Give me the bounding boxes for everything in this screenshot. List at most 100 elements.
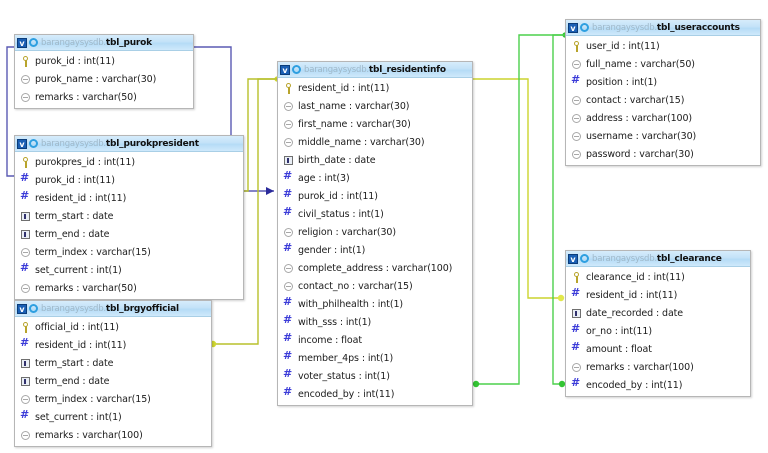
column-row[interactable]: remarks : varchar(100) [566,358,750,376]
column-list: clearance_id : int(11)resident_id : int(… [566,267,750,396]
column-row[interactable]: user_id : int(11) [566,37,760,55]
column-label: complete_address : varchar(100) [298,262,453,274]
table-name-label: tbl_useraccounts [656,22,740,33]
column-label: member_4ps : int(1) [298,352,394,364]
integer-column-icon [20,190,31,204]
varchar-column-icon [571,95,582,106]
column-row[interactable]: term_index : varchar(15) [15,390,211,408]
varchar-column-icon [571,131,582,142]
integer-column-icon [571,74,582,88]
column-row[interactable]: set_current : int(1) [15,261,243,279]
gear-icon [29,38,38,47]
column-row[interactable]: remarks : varchar(50) [15,88,193,106]
integer-column-icon [571,323,582,337]
column-row[interactable]: religion : varchar(30) [278,223,472,241]
column-label: age : int(3) [298,172,350,184]
gear-icon [29,304,38,313]
table-database-label: barangaysysdb. [304,64,369,75]
column-row[interactable]: or_no : int(11) [566,322,750,340]
integer-column-icon [571,341,582,355]
varchar-column-icon [20,283,31,294]
column-row[interactable]: username : varchar(30) [566,127,760,145]
column-row[interactable]: purokpres_id : int(11) [15,153,243,171]
column-label: resident_id : int(11) [298,82,390,94]
column-row[interactable]: with_sss : int(1) [278,313,472,331]
column-row[interactable]: birth_date : date [278,151,472,169]
column-row[interactable]: purok_name : varchar(30) [15,70,193,88]
table-database-label: barangaysysdb. [41,37,106,48]
column-row[interactable]: term_end : date [15,225,243,243]
column-row[interactable]: member_4ps : int(1) [278,349,472,367]
column-list: purok_id : int(11)purok_name : varchar(3… [15,51,193,108]
column-row[interactable]: amount : float [566,340,750,358]
primary-key-icon [571,271,582,283]
primary-key-icon [283,82,294,94]
column-label: religion : varchar(30) [298,226,396,238]
column-list: official_id : int(11)resident_id : int(1… [15,317,211,446]
column-row[interactable]: remarks : varchar(50) [15,279,243,297]
column-row[interactable]: last_name : varchar(30) [278,97,472,115]
column-row[interactable]: first_name : varchar(30) [278,115,472,133]
column-row[interactable]: resident_id : int(11) [15,189,243,207]
column-row[interactable]: term_end : date [15,372,211,390]
column-row[interactable]: resident_id : int(11) [566,286,750,304]
integer-column-icon [20,172,31,186]
column-row[interactable]: set_current : int(1) [15,408,211,426]
column-row[interactable]: encoded_by : int(11) [278,385,472,403]
column-label: contact : varchar(15) [586,94,685,106]
varchar-column-icon [283,101,294,112]
column-label: user_id : int(11) [586,40,660,52]
column-label: remarks : varchar(100) [35,429,143,441]
view-marker-icon: v [568,253,578,264]
column-row[interactable]: civil_status : int(1) [278,205,472,223]
column-row[interactable]: income : float [278,331,472,349]
column-row[interactable]: age : int(3) [278,169,472,187]
column-row[interactable]: clearance_id : int(11) [566,268,750,286]
column-row[interactable]: gender : int(1) [278,241,472,259]
column-row[interactable]: date_recorded : date [566,304,750,322]
column-row[interactable]: term_index : varchar(15) [15,243,243,261]
column-row[interactable]: password : varchar(30) [566,145,760,163]
column-row[interactable]: voter_status : int(1) [278,367,472,385]
column-row[interactable]: resident_id : int(11) [278,79,472,97]
column-label: purok_id : int(11) [35,174,115,186]
column-row[interactable]: resident_id : int(11) [15,336,211,354]
column-row[interactable]: address : varchar(100) [566,109,760,127]
column-row[interactable]: purok_id : int(11) [15,52,193,70]
column-row[interactable]: term_start : date [15,354,211,372]
column-row[interactable]: purok_id : int(11) [278,187,472,205]
column-row[interactable]: with_philhealth : int(1) [278,295,472,313]
column-label: address : varchar(100) [586,112,693,124]
column-row[interactable]: remarks : varchar(100) [15,426,211,444]
column-row[interactable]: full_name : varchar(50) [566,55,760,73]
column-row[interactable]: official_id : int(11) [15,318,211,336]
table-name-label: tbl_purokpresident [105,138,199,149]
column-row[interactable]: complete_address : varchar(100) [278,259,472,277]
column-row[interactable]: contact_no : varchar(15) [278,277,472,295]
view-marker-icon: v [568,22,578,33]
column-label: password : varchar(30) [586,148,694,160]
column-label: remarks : varchar(50) [35,282,137,294]
column-row[interactable]: term_start : date [15,207,243,225]
column-row[interactable]: encoded_by : int(11) [566,376,750,394]
primary-key-icon [20,321,31,333]
column-row[interactable]: middle_name : varchar(30) [278,133,472,151]
column-row[interactable]: contact : varchar(15) [566,91,760,109]
integer-column-icon [283,170,294,184]
column-row[interactable]: purok_id : int(11) [15,171,243,189]
date-column-icon [20,211,31,222]
column-row[interactable]: position : int(1) [566,73,760,91]
